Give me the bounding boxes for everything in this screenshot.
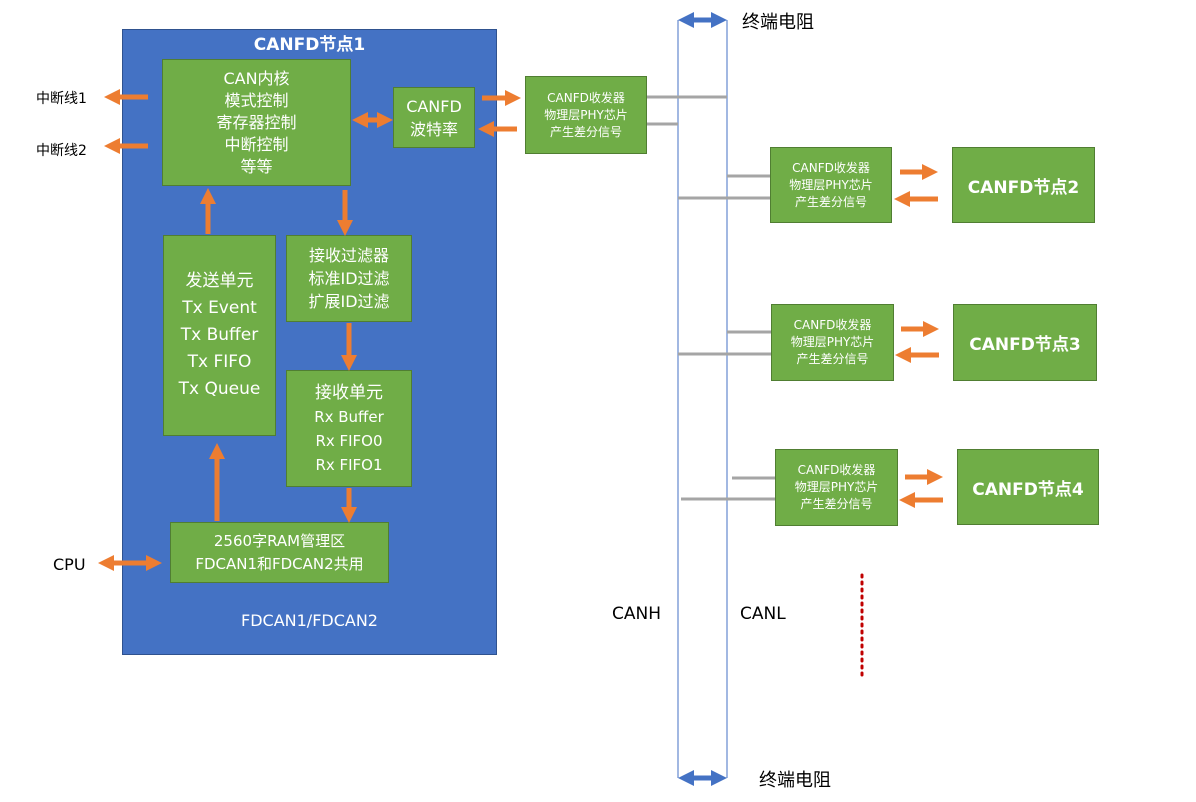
canl-label: CANL bbox=[740, 604, 786, 624]
canfd-node3-box: CANFD节点3 bbox=[953, 304, 1097, 381]
transceiver-line: 产生差分信号 bbox=[796, 352, 869, 366]
transceiver-line: CANFD收发器 bbox=[793, 318, 872, 332]
ram-line: 2560字RAM管理区 bbox=[213, 531, 346, 550]
interrupt-line2-label: 中断线2 bbox=[36, 143, 87, 159]
cpu-label: CPU bbox=[53, 555, 86, 574]
rx-unit-line: Rx FIFO0 bbox=[315, 431, 383, 450]
ram-line: FDCAN1和FDCAN2共用 bbox=[195, 554, 364, 573]
ram-box: 2560字RAM管理区 FDCAN1和FDCAN2共用 bbox=[170, 522, 389, 583]
transceiver-node2: CANFD收发器 物理层PHY芯片 产生差分信号 bbox=[770, 147, 892, 223]
interrupt-line1-label: 中断线1 bbox=[36, 91, 87, 107]
rx-unit-line: 接收单元 bbox=[315, 382, 383, 403]
transceiver-line: 产生差分信号 bbox=[794, 194, 867, 209]
rx-filter-line: 标准ID过滤 bbox=[308, 269, 390, 288]
tx-unit-line: Tx Buffer bbox=[180, 325, 259, 345]
node4-label: CANFD节点4 bbox=[972, 479, 1084, 500]
terminator-bottom-label: 终端电阻 bbox=[759, 770, 831, 791]
tx-unit-line: 发送单元 bbox=[185, 271, 254, 291]
transceiver-line: CANFD收发器 bbox=[792, 160, 870, 175]
rx-filter-line: 接收过滤器 bbox=[308, 246, 389, 265]
tx-unit-line: Tx Queue bbox=[178, 379, 261, 399]
rx-filter-box: 接收过滤器 标准ID过滤 扩展ID过滤 bbox=[286, 235, 412, 322]
transceiver-line: 产生差分信号 bbox=[800, 497, 873, 511]
rx-filter-line: 扩展ID过滤 bbox=[308, 292, 390, 311]
transceiver-node3: CANFD收发器 物理层PHY芯片 产生差分信号 bbox=[771, 304, 894, 381]
baud-line: CANFD bbox=[406, 96, 462, 116]
canfd-node2-box: CANFD节点2 bbox=[952, 147, 1095, 223]
transceiver-node1: CANFD收发器 物理层PHY芯片 产生差分信号 bbox=[525, 76, 647, 154]
node1-title: CANFD节点1 bbox=[253, 35, 366, 55]
tx-unit-line: Tx FIFO bbox=[187, 352, 252, 372]
node3-label: CANFD节点3 bbox=[969, 335, 1081, 355]
rx-unit-line: Rx Buffer bbox=[314, 407, 384, 426]
baud-rate-box: CANFD 波特率 bbox=[393, 87, 475, 148]
node1-footer: FDCAN1/FDCAN2 bbox=[241, 611, 378, 630]
terminator-top-label: 终端电阻 bbox=[742, 12, 814, 33]
baud-line: 波特率 bbox=[409, 119, 458, 139]
transceiver-line: 物理层PHY芯片 bbox=[789, 177, 873, 192]
can-core-line: 模式控制 bbox=[224, 90, 289, 110]
canh-label: CANH bbox=[612, 604, 661, 624]
transceiver-line: CANFD收发器 bbox=[797, 463, 876, 477]
can-core-line: CAN内核 bbox=[223, 68, 290, 88]
can-core-line: 寄存器控制 bbox=[216, 112, 297, 132]
rx-unit-box: 接收单元 Rx Buffer Rx FIFO0 Rx FIFO1 bbox=[286, 370, 412, 487]
transceiver-line: 产生差分信号 bbox=[549, 124, 622, 139]
node2-label: CANFD节点2 bbox=[967, 177, 1080, 198]
transceiver-line: CANFD收发器 bbox=[547, 90, 625, 105]
can-core-line: 中断控制 bbox=[224, 134, 289, 154]
transceiver-node4: CANFD收发器 物理层PHY芯片 产生差分信号 bbox=[775, 449, 898, 526]
can-core-box: CAN内核 模式控制 寄存器控制 中断控制 等等 bbox=[162, 59, 351, 186]
canfd-node4-box: CANFD节点4 bbox=[957, 449, 1099, 525]
can-core-line: 等等 bbox=[240, 156, 273, 176]
transceiver-line: 物理层PHY芯片 bbox=[794, 480, 879, 494]
transceiver-line: 物理层PHY芯片 bbox=[544, 107, 628, 122]
transceiver-line: 物理层PHY芯片 bbox=[790, 335, 875, 349]
tx-unit-box: 发送单元 Tx Event Tx Buffer Tx FIFO Tx Queue bbox=[163, 235, 276, 436]
rx-unit-line: Rx FIFO1 bbox=[315, 455, 383, 474]
tx-unit-line: Tx Event bbox=[182, 298, 257, 318]
